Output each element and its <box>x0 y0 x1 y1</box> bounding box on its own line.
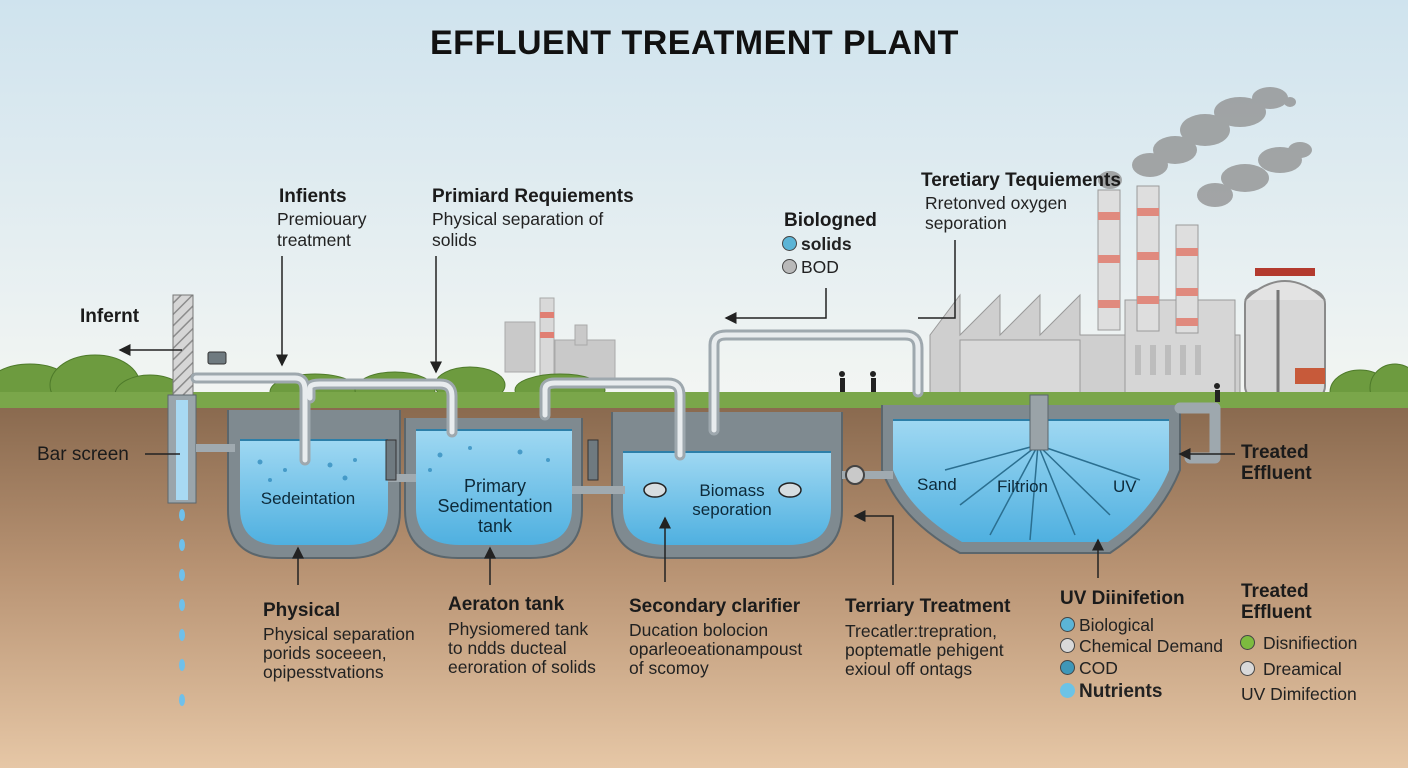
label-teretiary-heading: Teretiary Tequiements <box>921 170 1121 191</box>
legend-chemical-demand-label: Chemical Demand <box>1079 636 1223 656</box>
label-uv-heading: UV Diinifetion <box>1060 588 1185 609</box>
tank-label-sedeintation: Sedeintation <box>260 489 356 508</box>
label-infients-line2: treatment <box>277 230 351 250</box>
legend-biological-label: Biological <box>1079 615 1154 635</box>
tertiary-filtration-tank <box>881 394 1181 554</box>
label-primiard-heading: Primiard Requiements <box>432 186 634 207</box>
legend-nutrients-label: Nutrients <box>1079 681 1163 702</box>
legend-solids-label: solids <box>801 234 852 254</box>
label-terriary-heading: Terriary Treatment <box>845 596 1011 617</box>
aerator-icon <box>643 482 802 498</box>
legend-biological: Biological <box>1060 615 1154 636</box>
legend-chemical-demand: Chemical Demand <box>1060 636 1223 657</box>
legend-bod-label: BOD <box>801 257 839 277</box>
label-secondary-line2: oparleoeationampoust <box>629 639 803 659</box>
legend-bod: BOD <box>782 257 839 278</box>
label-bar-screen: Bar screen <box>37 444 129 465</box>
legend-dot-cod <box>1060 660 1075 675</box>
label-treated-heading: Treated Effluent <box>1241 581 1312 624</box>
legend-dot-dreamical <box>1240 661 1255 676</box>
label-aeration-line2: to ndds ducteal <box>448 638 567 658</box>
tank-label-primary: Primary Sedimentation tank <box>437 476 553 537</box>
grass <box>0 392 1408 408</box>
label-primiard-line1: Physical separation of <box>432 209 604 229</box>
label-aeration-line3: eeroration of solids <box>448 657 596 677</box>
label-physical-line2: porids soceeen, <box>263 643 387 663</box>
label-physical-heading: Physical <box>263 600 341 621</box>
label-terriary-line3: exioul off ontags <box>845 659 973 679</box>
legend-dreamical: Dreamical <box>1240 659 1342 680</box>
pump-icon <box>845 465 865 485</box>
sedimentation-tank <box>227 410 401 559</box>
label-teretiary-line1: Rretonved oxygen <box>925 193 1068 213</box>
legend-dot-biological <box>1060 617 1075 632</box>
label-primiard-line2: solids <box>432 230 477 250</box>
callout-lines <box>118 240 1235 585</box>
label-uv-dimifection: UV Dimifection <box>1241 684 1357 704</box>
legend-solids: solids <box>782 234 852 255</box>
label-aeration-heading: Aeraton tank <box>448 594 565 615</box>
label-terriary-line1: Trecatler:trepration, <box>845 621 998 641</box>
legend-dreamical-label: Dreamical <box>1263 659 1342 679</box>
pipes-inner <box>193 332 921 463</box>
tank-label-filtrion: Filtrion <box>997 477 1049 496</box>
legend-cod-label: COD <box>1079 658 1118 678</box>
label-secondary-line1: Ducation bolocion <box>629 620 769 640</box>
smokestack-icon <box>1097 185 1199 334</box>
drips <box>179 509 185 706</box>
storage-tank-icon <box>1244 268 1326 401</box>
legend-dot-solids <box>782 236 797 251</box>
legend-dot-chemical-demand <box>1060 638 1075 653</box>
primary-sedimentation-tank <box>404 418 583 559</box>
person-icon <box>839 371 1220 402</box>
label-teretiary-line2: seporation <box>925 213 1007 233</box>
label-terriary-line2: poptematle pehigent <box>845 640 1004 660</box>
label-infients-line1: Premiouary <box>277 209 367 229</box>
label-treated-effluent-side: Treated Effluent <box>1241 442 1312 485</box>
legend-dot-bod <box>782 259 797 274</box>
label-aeration-line1: Physiomered tank <box>448 619 589 639</box>
label-infients-heading: Infients <box>279 186 347 207</box>
legend-dot-disnifiection <box>1240 635 1255 650</box>
page-title: EFFLUENT TREATMENT PLANT <box>430 24 959 62</box>
tank-label-uv: UV <box>1113 477 1137 496</box>
legend-nutrients: Nutrients <box>1060 681 1162 702</box>
distant-factory-icon <box>504 297 616 381</box>
label-infernt: Infernt <box>80 306 140 327</box>
legend-dot-nutrients <box>1060 683 1075 698</box>
legend-disnifiection: Disnifiection <box>1240 633 1358 654</box>
label-physical-line3: opipesstvations <box>263 662 384 682</box>
label-biologned-heading: Biologned <box>784 210 877 231</box>
smoke <box>1098 87 1312 207</box>
label-secondary-line3: of scomoy <box>629 658 709 678</box>
tank-label-sand: Sand <box>917 475 957 494</box>
label-physical-line1: Physical separation <box>263 624 415 644</box>
bubbles <box>257 446 550 482</box>
tank-label-biomass: Biomass seporation <box>692 481 772 520</box>
valve-icon <box>207 351 599 481</box>
legend-disnifiection-label: Disnifiection <box>1263 633 1358 653</box>
label-secondary-heading: Secondary clarifier <box>629 596 801 617</box>
legend-cod: COD <box>1060 658 1118 679</box>
